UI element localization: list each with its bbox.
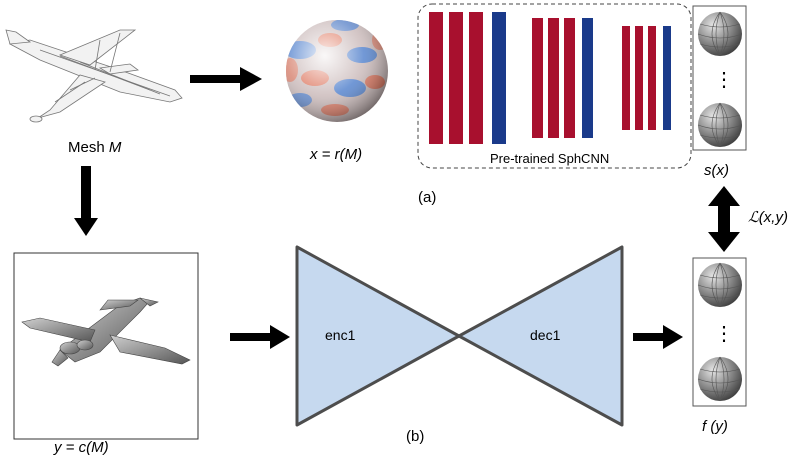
loss-label: ℒ(x,y) — [748, 209, 788, 226]
sx-sphere-top — [697, 11, 743, 57]
encoder-label: enc1 — [325, 327, 356, 343]
x-equation-label: x = r(M) — [309, 146, 362, 163]
rendered-airplane — [21, 297, 191, 367]
y-equation-label: y = c(M) — [53, 439, 109, 456]
sphcnn-box — [417, 3, 692, 169]
sx-ellipsis: ⋮ — [714, 69, 734, 91]
arrow-render-to-encoder — [230, 325, 290, 349]
loss-double-arrow — [708, 186, 740, 252]
sphcnn-layer-bars — [429, 12, 671, 144]
fy-ellipsis: ⋮ — [714, 323, 734, 345]
arrow-decoder-to-output — [633, 325, 683, 349]
fy-label: f (y) — [702, 418, 728, 435]
fy-sphere-bottom — [697, 356, 743, 402]
arrow-mesh-to-signal — [190, 67, 262, 91]
sphcnn-label: Pre-trained SphCNN — [490, 151, 609, 166]
sx-label: s(x) — [704, 162, 729, 179]
part-a-label: (a) — [418, 189, 436, 206]
spherical-signal-map — [286, 20, 388, 122]
sx-sphere-bottom — [697, 102, 743, 148]
fy-sphere-top — [697, 262, 743, 308]
decoder-label: dec1 — [530, 327, 561, 343]
mesh-label: Mesh M — [68, 139, 122, 156]
part-b-label: (b) — [406, 428, 424, 445]
encoder-shape — [295, 245, 461, 427]
decoder-shape — [457, 245, 624, 427]
encoder-decoder — [295, 245, 624, 427]
arrow-mesh-to-render — [74, 166, 98, 236]
mesh-airplane-wireframe — [5, 29, 183, 123]
